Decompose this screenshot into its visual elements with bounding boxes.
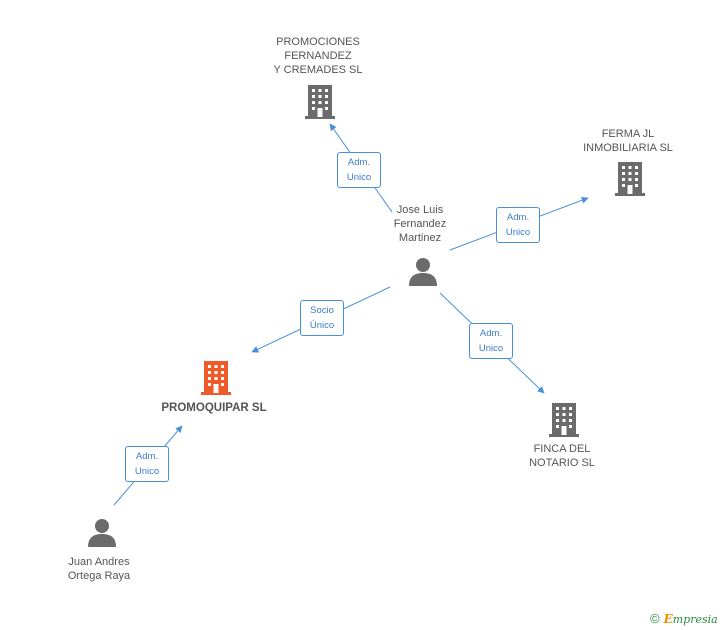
building-icon[interactable] bbox=[305, 85, 335, 119]
copyright-icon: © bbox=[650, 611, 660, 626]
node-label-promociones[interactable]: PROMOCIONES FERNANDEZ Y CREMADES SL bbox=[273, 36, 363, 76]
person-icon[interactable] bbox=[408, 257, 438, 287]
edge-label-jose-promoquipar: Socio Único bbox=[300, 300, 344, 336]
node-label-juan[interactable]: Juan Andres Ortega Raya bbox=[67, 556, 131, 582]
node-label-ferma[interactable]: FERMA JL INMOBILIARIA SL bbox=[583, 128, 673, 154]
node-label-finca[interactable]: FINCA DEL NOTARIO SL bbox=[529, 443, 595, 469]
building-icon[interactable] bbox=[201, 361, 231, 395]
edge-label-jose-finca: Adm. Unico bbox=[469, 323, 513, 359]
building-icon[interactable] bbox=[615, 162, 645, 196]
person-icon[interactable] bbox=[87, 518, 117, 548]
brand-logo[interactable]: Empresia bbox=[663, 611, 718, 626]
copyright-notice: © Empresia bbox=[650, 611, 718, 626]
node-label-jose[interactable]: Jose Luis Fernandez Martinez bbox=[393, 204, 447, 244]
edge-label-juan-promoquipar: Adm. Unico bbox=[125, 446, 169, 482]
edge-label-jose-promociones: Adm. Unico bbox=[337, 152, 381, 188]
edge-label-jose-ferma: Adm. Unico bbox=[496, 207, 540, 243]
building-icon[interactable] bbox=[549, 403, 579, 437]
node-label-promoquipar[interactable]: PROMOQUIPAR SL bbox=[161, 402, 267, 414]
